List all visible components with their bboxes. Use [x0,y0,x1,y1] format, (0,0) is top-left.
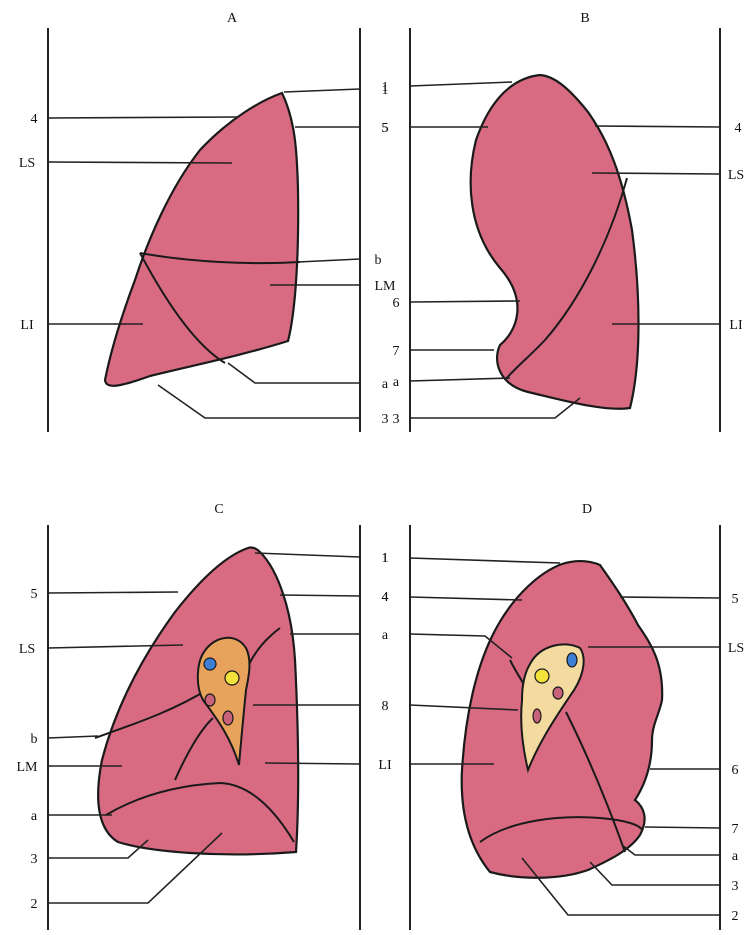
panel-d-bronchus-icon [535,669,549,683]
panel-c-label-a-top: a [382,628,389,643]
panel-d-leader-4 [410,597,522,600]
panel-a-label-lm: LM [375,279,397,294]
panel-c-label-2: 2 [31,897,38,912]
panel-b-leader-1 [410,82,512,86]
panel-d-label-li: LI [378,758,392,773]
panel-b-label-3: 3 [393,412,400,427]
panel-d-vein-icon-1 [553,687,563,699]
panel-a: A 1 5 4 LS b LM LI a 3 [19,11,396,427]
panel-d-lung [462,561,662,878]
panel-c-label-3: 3 [31,852,38,867]
panel-d-vein-icon-2 [533,709,541,723]
panel-b-leader-a [410,378,510,381]
panel-b-label-5: 5 [382,121,389,136]
panel-b-leader-3 [410,398,580,418]
panel-b: B 1 5 4 LS 6 7 a 3 LI [382,11,745,427]
panel-c-leader-4 [280,595,360,596]
panel-c-label-8: 8 [382,699,389,714]
panel-c-leader-5 [48,592,178,593]
panel-d-label-ls: LS [728,641,744,656]
panel-a-leader-b [298,259,360,262]
panel-a-leader-3 [158,385,360,418]
panel-c-label-ls: LS [19,642,35,657]
panel-b-label-1: 1 [382,80,389,95]
panel-a-leader-1 [284,89,360,92]
panel-d-label-1: 1 [382,551,389,566]
panel-b-label-6: 6 [393,296,400,311]
panel-d: D 1 4 a 8 LI 5 LS 6 7 a 3 2 [378,502,744,924]
panel-d-label-3: 3 [732,879,739,894]
panel-a-label-ls: LS [19,156,35,171]
panel-b-label-7: 7 [393,344,400,359]
panel-c-vein-icon-1 [205,694,215,706]
panel-c-bronchus-icon [225,671,239,685]
panel-d-leader-5 [620,597,720,598]
panel-b-leader-4 [595,126,720,127]
panel-d-label-4: 4 [382,590,389,605]
panel-a-label-4: 4 [31,112,38,127]
panel-d-leader-1 [410,558,560,563]
panel-d-label-6: 6 [732,763,739,778]
panel-b-lung [471,75,639,409]
panel-b-label-ls: LS [728,168,744,183]
panel-d-label-a: a [732,849,739,864]
panel-c-leader-b [48,736,98,738]
panel-b-label-a: a [393,375,400,390]
panel-a-leader-ls [48,162,232,163]
panel-b-label-li: LI [729,318,743,333]
panel-c-vein-icon-2 [223,711,233,725]
panel-d-label-5: 5 [732,592,739,607]
panel-b-leader-ls [592,173,720,174]
panel-a-label-b: b [375,253,382,268]
panel-a-lung [105,93,298,386]
panel-a-leader-a [228,363,360,383]
panel-d-title: D [582,502,592,517]
panel-c-artery-icon [204,658,216,670]
panel-d-label-2: 2 [732,909,739,924]
panel-c-label-lm: LM [17,760,39,775]
panel-d-leader-3 [590,862,720,885]
panel-c: C 1 4 a 5 LS 8 b LM a 3 2 [17,502,389,912]
panel-a-label-3: 3 [382,412,389,427]
panel-d-leader-a [622,845,720,855]
panel-c-label-b: b [31,732,38,747]
panel-a-label-a: a [382,377,389,392]
panel-c-leader-li [265,763,360,764]
panel-d-label-7: 7 [732,822,739,837]
panel-c-leader-1 [255,553,360,557]
panel-b-leader-6 [410,301,520,302]
panel-a-title: A [227,11,238,26]
panel-b-label-4: 4 [735,121,742,136]
panel-c-label-5: 5 [31,587,38,602]
panel-d-leader-7 [645,827,720,828]
panel-c-label-a-bot: a [31,809,38,824]
panel-a-leader-4 [48,117,238,118]
panel-c-title: C [214,502,223,517]
panel-b-title: B [580,11,589,26]
panel-d-artery-icon [567,653,577,667]
panel-a-label-li: LI [20,318,34,333]
